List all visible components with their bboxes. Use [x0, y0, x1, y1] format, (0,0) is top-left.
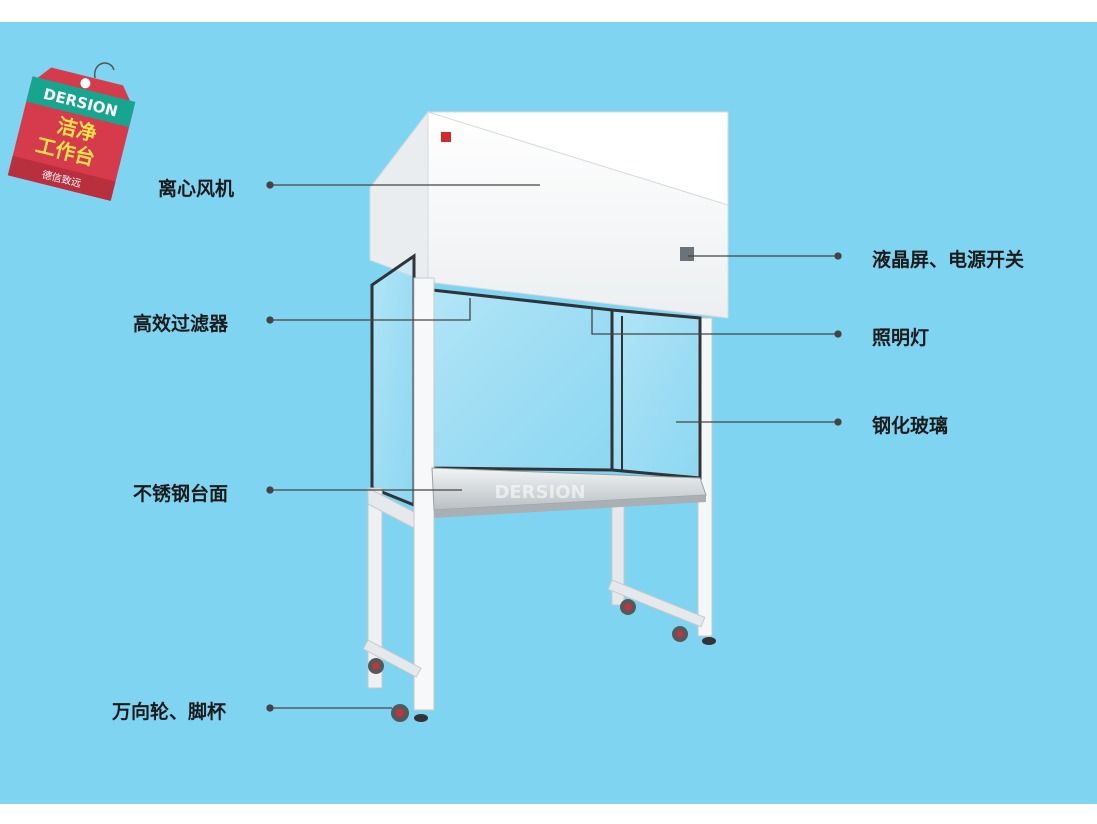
label-lcd-power: 液晶屏、电源开关	[872, 249, 1025, 271]
product-tag: DERSION 洁净 工作台 德信致远	[7, 62, 136, 201]
lcd-screen-icon	[680, 247, 694, 261]
label-hepa-filter: 高效过滤器	[133, 313, 229, 335]
label-lighting: 照明灯	[872, 327, 930, 349]
watermark: DERSION	[494, 482, 585, 503]
label-centrifugal-fan: 离心风机	[158, 178, 235, 200]
label-casters-feet: 万向轮、脚杯	[112, 701, 227, 723]
callout-lines	[266, 181, 842, 712]
label-tempered-glass: 钢化玻璃	[872, 415, 949, 437]
caster-wheels	[368, 599, 716, 722]
brand-logo-mark	[441, 132, 451, 142]
clean-bench-illustration: DERSION	[362, 110, 729, 722]
label-stainless-worktop: 不锈钢台面	[133, 483, 229, 505]
tag-string	[94, 62, 115, 79]
